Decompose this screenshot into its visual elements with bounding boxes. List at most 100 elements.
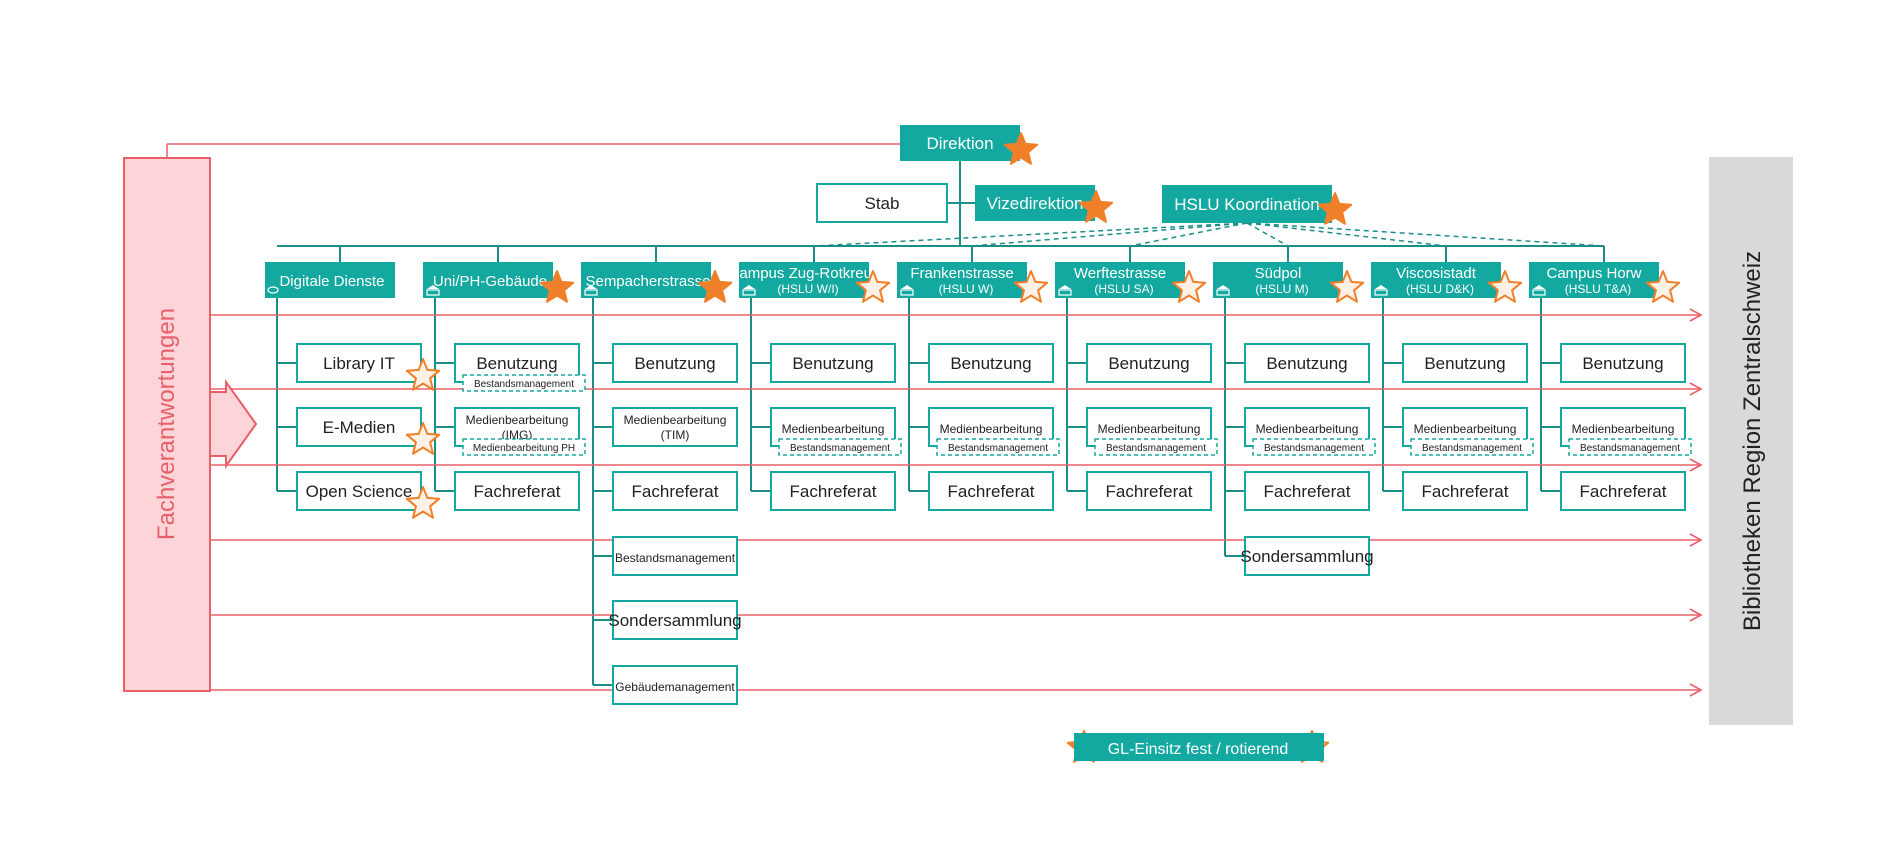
item-box[interactable]: Benutzung: [612, 343, 738, 383]
column-header[interactable]: Werftestrasse(HSLU SA): [1055, 262, 1185, 298]
item-box-frame: [770, 343, 896, 383]
item-box-frame: [1086, 471, 1212, 511]
item-box-frame: [612, 471, 738, 511]
column-header[interactable]: Uni/PH-Gebäude: [423, 262, 553, 298]
fachverantwortungen-arrow-shape: [209, 378, 258, 470]
item-box[interactable]: Benutzung: [1244, 343, 1370, 383]
fach-arrow-head: [1689, 308, 1703, 322]
column-title: Frankenstrasse: [910, 265, 1013, 282]
building-body: [1532, 289, 1546, 296]
legend: GL-Einsitz fest / rotierend: [1074, 733, 1324, 761]
column-header[interactable]: Campus Zug-Rotkreuz(HSLU W/I): [729, 262, 880, 298]
column-2: Uni/PH-GebäudeBenutzungBestandsmanagemen…: [423, 262, 586, 511]
item-label: Fachreferat: [474, 482, 561, 501]
item-box[interactable]: Benutzung: [1402, 343, 1528, 383]
building-roof: [1217, 285, 1229, 289]
column-star-icon: [1645, 270, 1681, 303]
direktion-node[interactable]: Direktion: [900, 125, 1020, 161]
fach-arrow-head: [1689, 458, 1703, 472]
item-box[interactable]: Fachreferat: [1244, 471, 1370, 511]
item-sub-box: [1094, 438, 1218, 456]
column-header[interactable]: Digitale Dienste: [265, 262, 395, 298]
item-box[interactable]: Fachreferat: [1086, 471, 1212, 511]
column-header[interactable]: Sempacherstrasse: [581, 262, 711, 298]
item-label: Fachreferat: [1106, 482, 1193, 501]
cloud-icon: [267, 286, 279, 294]
item-box-frame: [612, 343, 738, 383]
column-7: Südpol(HSLU M) BenutzungMedienbearbeitung…: [1213, 262, 1376, 576]
item-box[interactable]: Bestandsmanagement: [612, 536, 738, 576]
item-box-frame: [612, 536, 738, 576]
column-title: Werftestrasse: [1074, 265, 1166, 282]
building-roof: [743, 285, 755, 289]
item-box[interactable]: Benutzung: [1086, 343, 1212, 383]
svg-text:Direktion: Direktion: [926, 134, 993, 153]
item-box[interactable]: Library IT: [296, 343, 422, 383]
item-box[interactable]: Medienbearbeitung (IMG)Medienbearbeitung…: [454, 407, 586, 456]
item-box[interactable]: Medienbearbeitung (TIM)Medienbearbeitung…: [612, 407, 738, 447]
item-label: Benutzung: [792, 354, 873, 373]
column-header[interactable]: Viscosistadt(HSLU D&K): [1371, 262, 1501, 298]
column-title: Campus Zug-Rotkreuz: [729, 265, 880, 282]
column-title: Uni/PH-Gebäude: [433, 273, 547, 290]
item-box[interactable]: Open Science: [296, 471, 422, 511]
item-box-frame: [1244, 471, 1370, 511]
column-star-icon: [539, 270, 575, 303]
item-box[interactable]: Fachreferat: [1560, 471, 1686, 511]
item-box[interactable]: Fachreferat: [928, 471, 1054, 511]
column-header[interactable]: Campus Horw(HSLU T&A): [1529, 262, 1659, 298]
stab-node[interactable]: Stab: [816, 183, 948, 223]
item-box[interactable]: Fachreferat: [1402, 471, 1528, 511]
column-subtitle: (HSLU SA): [1094, 282, 1153, 296]
item-label: Benutzung: [1424, 354, 1505, 373]
building-body: [1374, 289, 1388, 296]
item-label: Benutzung: [476, 354, 557, 373]
hslu-dashed-link: [1246, 222, 1447, 247]
item-sub-box: [462, 438, 586, 456]
item-label: Fachreferat: [790, 482, 877, 501]
item-box-frame: [770, 471, 896, 511]
building-icon: [426, 285, 440, 296]
item-box[interactable]: Benutzung: [770, 343, 896, 383]
fachverantwortung-arrows: [210, 308, 1703, 697]
item-box[interactable]: E-Medien: [296, 407, 422, 447]
item-box[interactable]: Benutzung: [928, 343, 1054, 383]
svg-text:HSLU Koordination: HSLU Koordination: [1174, 195, 1320, 214]
item-label: Medienbearbeitung: [782, 422, 885, 436]
item-sub-label: Bestandsmanagement: [474, 379, 574, 390]
item-box-frame: [296, 343, 422, 383]
item-box-frame: [454, 471, 580, 511]
building-icon: [584, 285, 598, 296]
column-header-box: [1529, 262, 1659, 298]
building-body: [900, 289, 914, 296]
item-box[interactable]: Sondersammlung: [1240, 536, 1374, 576]
building-icon: [742, 285, 756, 296]
column-5: Frankenstrasse(HSLU W) BenutzungMedienbea…: [897, 262, 1060, 511]
column-star-icon: [1487, 270, 1523, 303]
bibliotheken-label: Bibliotheken Region Zentralschweiz: [1739, 251, 1766, 631]
column-header-box: [739, 262, 869, 298]
cloud-icon-shape: [267, 286, 279, 294]
hslu-koordination-node[interactable]: HSLU Koordination: [1162, 185, 1332, 223]
item-box[interactable]: Sondersammlung: [608, 600, 742, 640]
item-sub-box: [936, 438, 1060, 456]
item-box[interactable]: Benutzung: [1560, 343, 1686, 383]
item-box[interactable]: Fachreferat: [612, 471, 738, 511]
item-label: Bestandsmanagement: [615, 551, 736, 565]
item-box[interactable]: Fachreferat: [770, 471, 896, 511]
column-header[interactable]: Südpol(HSLU M): [1213, 262, 1343, 298]
item-label-line2: (TIM): [661, 428, 690, 442]
vizedirektion-node[interactable]: Vizedirektion: [975, 185, 1095, 221]
item-box[interactable]: Fachreferat: [454, 471, 580, 511]
item-box[interactable]: Gebäudemanagement: [612, 665, 738, 705]
item-box-frame: [1402, 471, 1528, 511]
column-header[interactable]: Frankenstrasse(HSLU W): [897, 262, 1027, 298]
